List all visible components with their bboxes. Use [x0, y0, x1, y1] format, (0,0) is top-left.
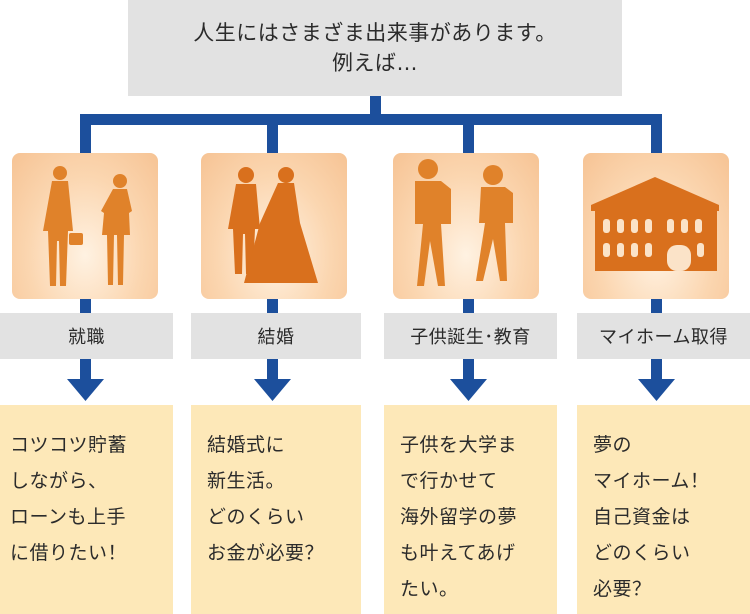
intro-line-1: 人生にはさまざま出来事があります。 — [193, 21, 557, 45]
note-line: 自己資金は — [593, 506, 691, 528]
intro-header: 人生にはさまざま出来事があります。 例えば… — [128, 0, 622, 96]
note-wedding: 結婚式に 新生活。 どのくらい お金が必要？ — [191, 405, 361, 614]
stage-label-wedding: 結婚 — [191, 313, 361, 359]
intro-line-2: 例えば… — [332, 51, 418, 75]
note-line: 新生活。 — [207, 470, 286, 492]
card-link-4 — [651, 299, 662, 313]
down-arrow-icon — [67, 359, 104, 401]
note-line: に借りたい！ — [10, 542, 128, 564]
stage-label-house: マイホーム取得 — [577, 313, 750, 359]
stage-label-text: 子供誕生･教育 — [410, 327, 531, 348]
note-line: 海外留学の夢 — [400, 506, 518, 528]
card-employment — [12, 153, 158, 299]
down-arrow-icon — [450, 359, 487, 401]
card-link-1 — [80, 299, 91, 313]
down-arrow-icon — [254, 359, 291, 401]
connector-branch — [80, 114, 662, 125]
stage-label-employment: 就職 — [0, 313, 173, 359]
note-line: 必要？ — [593, 578, 652, 600]
stage-label-text: 結婚 — [257, 327, 295, 348]
stage-label-text: マイホーム取得 — [599, 327, 728, 348]
stage-label-text: 就職 — [68, 327, 105, 348]
note-line: お金が必要？ — [207, 542, 325, 564]
stage-label-children: 子供誕生･教育 — [384, 313, 557, 359]
note-line: どのくらい — [207, 506, 305, 528]
note-employment: コツコツ貯蓄 しながら、 ローンも上手 に借りたい！ — [0, 405, 173, 614]
note-children: 子供を大学ま で行かせて 海外留学の夢 も叶えてあげ たい。 — [384, 405, 557, 614]
card-children — [393, 153, 539, 299]
wedding-couple-icon — [228, 167, 318, 283]
note-line: 子供を大学ま — [400, 434, 518, 456]
note-line: 夢の — [593, 434, 633, 456]
card-house — [583, 153, 729, 299]
note-line: どのくらい — [593, 542, 691, 564]
note-line: ローンも上手 — [10, 506, 127, 528]
note-line: マイホーム！ — [593, 470, 710, 492]
down-arrow-icon — [638, 359, 675, 401]
note-line: 結婚式に — [207, 434, 286, 456]
note-house: 夢の マイホーム！ 自己資金は どのくらい 必要？ — [577, 405, 750, 614]
businesspeople-icon — [43, 166, 132, 286]
schoolchildren-icon — [415, 159, 513, 286]
connector-drop-1 — [80, 114, 91, 154]
connector-drop-3 — [463, 114, 474, 154]
card-link-3 — [463, 299, 474, 313]
connector-trunk — [370, 96, 381, 120]
note-line: コツコツ貯蓄 — [10, 434, 128, 456]
house-icon — [591, 177, 719, 271]
note-line: も叶えてあげ — [400, 542, 516, 564]
card-link-2 — [267, 299, 278, 313]
connector-drop-2 — [267, 114, 278, 154]
card-wedding — [201, 153, 347, 299]
note-line: で行かせて — [400, 470, 498, 492]
note-line: たい。 — [400, 578, 459, 600]
note-line: しながら、 — [10, 470, 108, 492]
connector-drop-4 — [651, 114, 662, 154]
